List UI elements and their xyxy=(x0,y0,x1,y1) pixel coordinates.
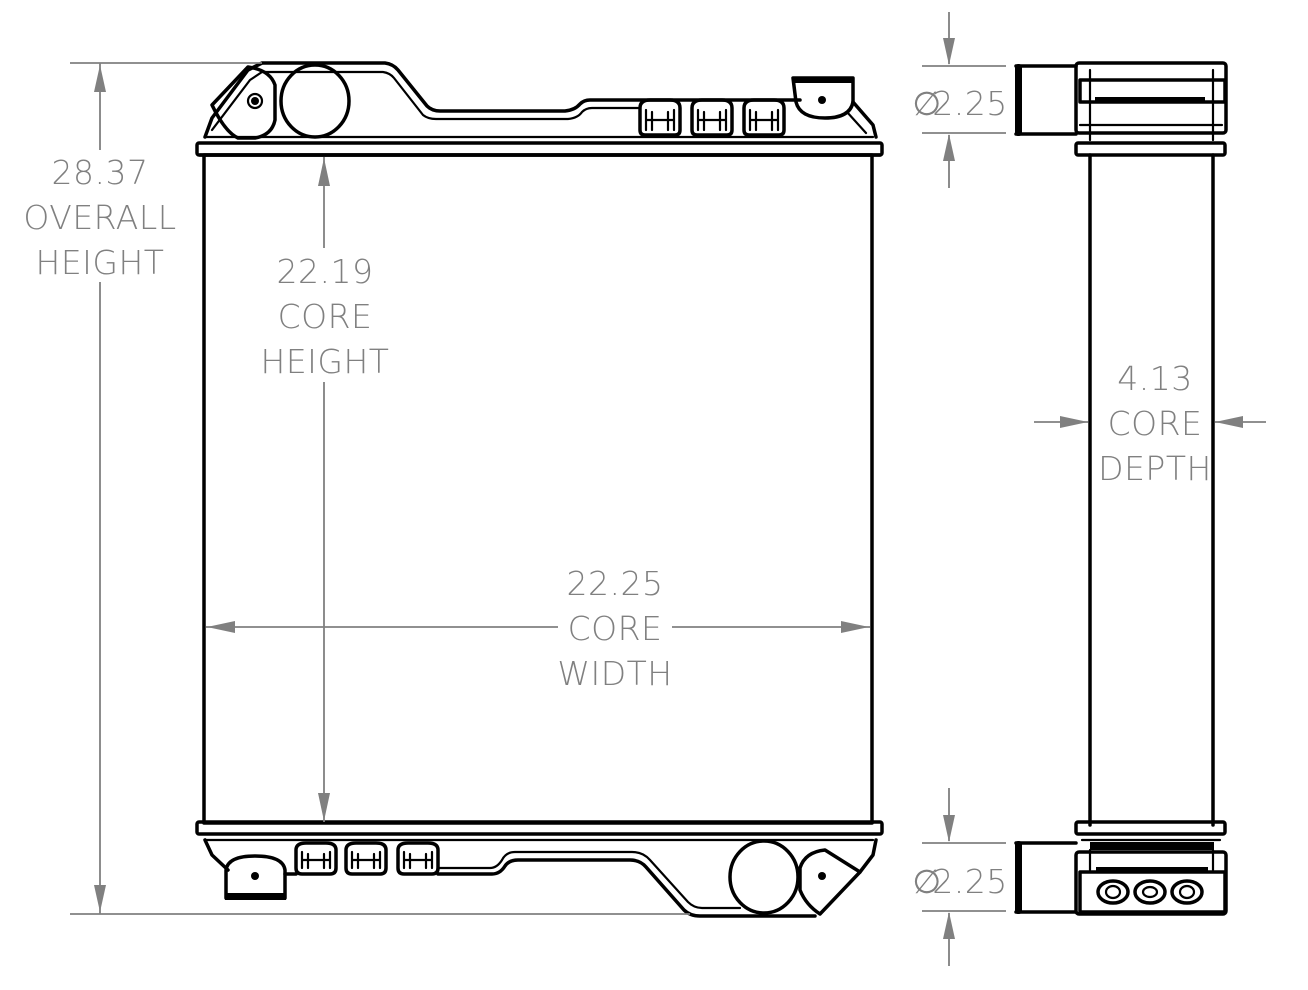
core-width-label-1: CORE xyxy=(568,609,663,648)
inlet-port-circle xyxy=(279,63,351,139)
diameter-symbol: ∅ xyxy=(912,862,941,901)
side-view xyxy=(1014,61,1228,916)
dimension-core-depth: 4.13 CORE DEPTH xyxy=(1034,359,1266,488)
dimension-outlet-diameter: ∅ 2.25 xyxy=(912,788,1007,966)
dimension-overall-height: 28.37 OVERALL HEIGHT xyxy=(23,62,690,915)
bolt-hole xyxy=(251,97,259,105)
core-height-label-2: HEIGHT xyxy=(261,342,390,381)
overall-height-label-2: HEIGHT xyxy=(36,243,165,282)
core-height-label-1: CORE xyxy=(278,297,373,336)
mount-bracket-bottom-right xyxy=(798,848,862,916)
core-depth-value: 4.13 xyxy=(1117,359,1192,398)
mount-bracket-top-left xyxy=(210,65,277,140)
core-height-value: 22.19 xyxy=(277,252,374,291)
core-width-label-2: WIDTH xyxy=(557,654,672,693)
hose-clamps-top xyxy=(638,98,786,137)
core-depth-label-1: CORE xyxy=(1108,404,1203,443)
dimension-inlet-diameter: ∅ 2.25 xyxy=(912,12,1007,188)
side-top-tank xyxy=(1014,61,1228,157)
diameter-symbol: ∅ xyxy=(912,84,941,123)
core-depth-label-2: DEPTH xyxy=(1098,449,1212,488)
inlet-diameter-value: 2.25 xyxy=(932,84,1007,123)
outlet-port-circle xyxy=(728,839,800,915)
mount-bracket-top-right xyxy=(791,76,855,120)
core-width-value: 22.25 xyxy=(567,564,664,603)
dimension-core-height: 22.19 CORE HEIGHT xyxy=(261,157,390,822)
outlet-pipe-flange xyxy=(1015,841,1022,914)
side-bottom-tank xyxy=(1014,820,1228,916)
overall-height-label-1: OVERALL xyxy=(23,198,176,237)
front-view xyxy=(195,61,884,918)
bottom-tank xyxy=(195,820,884,918)
overall-height-value: 28.37 xyxy=(52,153,149,192)
top-tank xyxy=(195,61,884,157)
hose-clamps-bottom xyxy=(294,841,440,876)
outlet-diameter-value: 2.25 xyxy=(932,862,1007,901)
dimension-core-width: 22.25 CORE WIDTH xyxy=(206,564,870,693)
inlet-pipe-flange xyxy=(1015,64,1022,136)
mount-bracket-bottom-left xyxy=(224,854,287,900)
